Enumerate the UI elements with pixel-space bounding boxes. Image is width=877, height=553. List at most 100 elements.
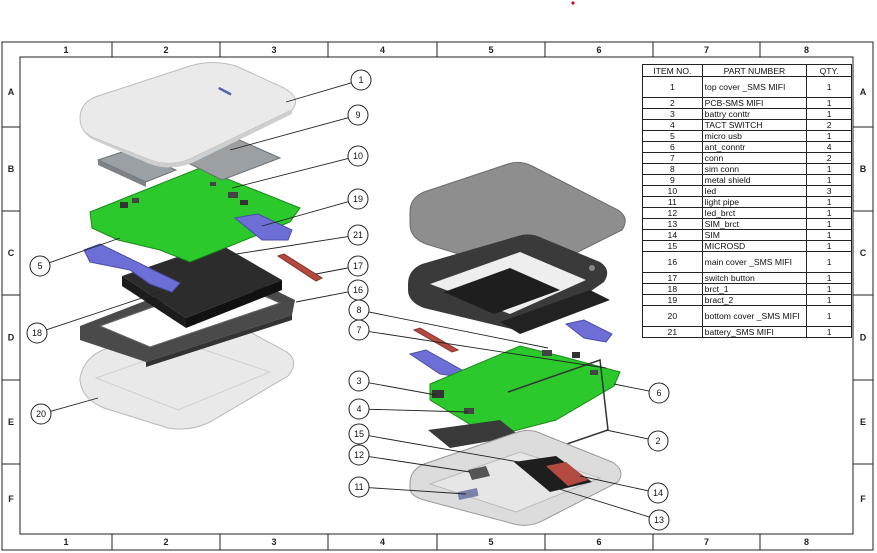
bom-qty: 1	[806, 305, 852, 327]
balloon-label: 2	[655, 436, 660, 446]
balloon-label: 19	[353, 194, 363, 204]
leader-line	[46, 291, 161, 331]
bom-part-number: light pipe	[701, 196, 808, 208]
bom-item-no: 3	[642, 108, 703, 120]
leader-line	[229, 236, 349, 256]
leader-line	[368, 331, 607, 369]
bom-qty: 1	[806, 283, 852, 295]
switch-button-left	[276, 253, 324, 282]
bom-item-no: 17	[642, 272, 703, 284]
balloon	[347, 188, 369, 210]
bom-part-number: conn	[701, 152, 808, 164]
balloon	[348, 370, 370, 392]
zone-row-label-left: B	[8, 164, 15, 174]
leader-line	[49, 237, 121, 264]
bom-item-no: 1	[642, 76, 703, 98]
leader-line	[368, 382, 437, 396]
bom-item-no: 20	[642, 305, 703, 327]
balloon	[347, 145, 369, 167]
leader-line	[368, 456, 471, 473]
zone-column-label-top: 2	[163, 45, 168, 55]
bom-part-number: sim conn	[701, 163, 808, 175]
zone-column-label-top: 8	[804, 45, 809, 55]
zone-column-label-bottom: 6	[596, 537, 601, 547]
leader-line	[285, 82, 352, 103]
balloon	[648, 382, 670, 404]
pcb-right	[429, 345, 621, 433]
leader-line	[261, 201, 349, 227]
bom-qty: 1	[806, 294, 852, 306]
zone-column-label-top: 5	[488, 45, 493, 55]
balloon-label: 20	[36, 409, 46, 419]
bom-item-no: 7	[642, 152, 703, 164]
bom-part-number: led_brct	[701, 207, 808, 219]
leader-line	[50, 397, 99, 412]
leader-line	[315, 267, 349, 275]
leader-line	[231, 158, 349, 189]
balloon	[348, 444, 370, 466]
bom-part-number: metal shield	[701, 174, 808, 186]
zone-column-label-top: 4	[380, 45, 385, 55]
bom-part-number: led	[701, 185, 808, 197]
bom-item-no: 12	[642, 207, 703, 219]
balloon	[348, 476, 370, 498]
zone-row-label-right: D	[860, 333, 867, 343]
zone-column-label-bottom: 4	[380, 537, 385, 547]
bom-qty: 1	[806, 229, 852, 241]
balloon-label: 11	[354, 482, 363, 492]
balloon	[30, 403, 52, 425]
marker-dot	[571, 1, 575, 5]
pcb-underside-right	[428, 420, 520, 448]
balloon	[347, 104, 369, 126]
bom-header-item: ITEM NO.	[642, 64, 703, 77]
bom-item-no: 21	[642, 326, 703, 338]
balloon	[348, 319, 370, 341]
bom-part-number: battery_SMS MIFI	[701, 326, 808, 338]
bom-item-no: 11	[642, 196, 703, 208]
balloon	[348, 423, 370, 445]
bom-item-no: 18	[642, 283, 703, 295]
bom-item-no: 5	[642, 130, 703, 142]
leader-line	[368, 435, 531, 465]
zone-column-label-bottom: 3	[271, 537, 276, 547]
balloon	[648, 509, 670, 531]
zone-row-label-right: E	[860, 417, 866, 427]
balloon-label: 6	[656, 388, 661, 398]
screen-plate-right	[409, 161, 626, 274]
leader-line	[605, 429, 649, 440]
bom-item-no: 10	[642, 185, 703, 197]
bom-qty: 1	[806, 76, 852, 98]
battery-left	[122, 243, 282, 328]
balloon	[29, 255, 51, 277]
zone-column-label-bottom: 1	[63, 537, 68, 547]
balloon-label: 10	[353, 151, 363, 161]
bom-qty: 1	[806, 196, 852, 208]
bom-part-number: micro usb	[701, 130, 808, 142]
balloon-label: 18	[32, 328, 42, 338]
bom-qty: 1	[806, 272, 852, 284]
zone-row-label-right: C	[860, 248, 867, 258]
bom-header-part: PART NUMBER	[701, 64, 808, 77]
zone-row-label-left: D	[8, 333, 15, 343]
bom-header-qty: QTY.	[806, 64, 852, 77]
bom-part-number: PCB-SMS MIFI	[701, 97, 808, 109]
zone-column-label-bottom: 8	[804, 537, 809, 547]
balloon-label: 4	[356, 404, 361, 414]
balloon	[26, 322, 48, 344]
leader-lines	[46, 82, 650, 518]
bom-part-number: switch button	[701, 272, 808, 284]
